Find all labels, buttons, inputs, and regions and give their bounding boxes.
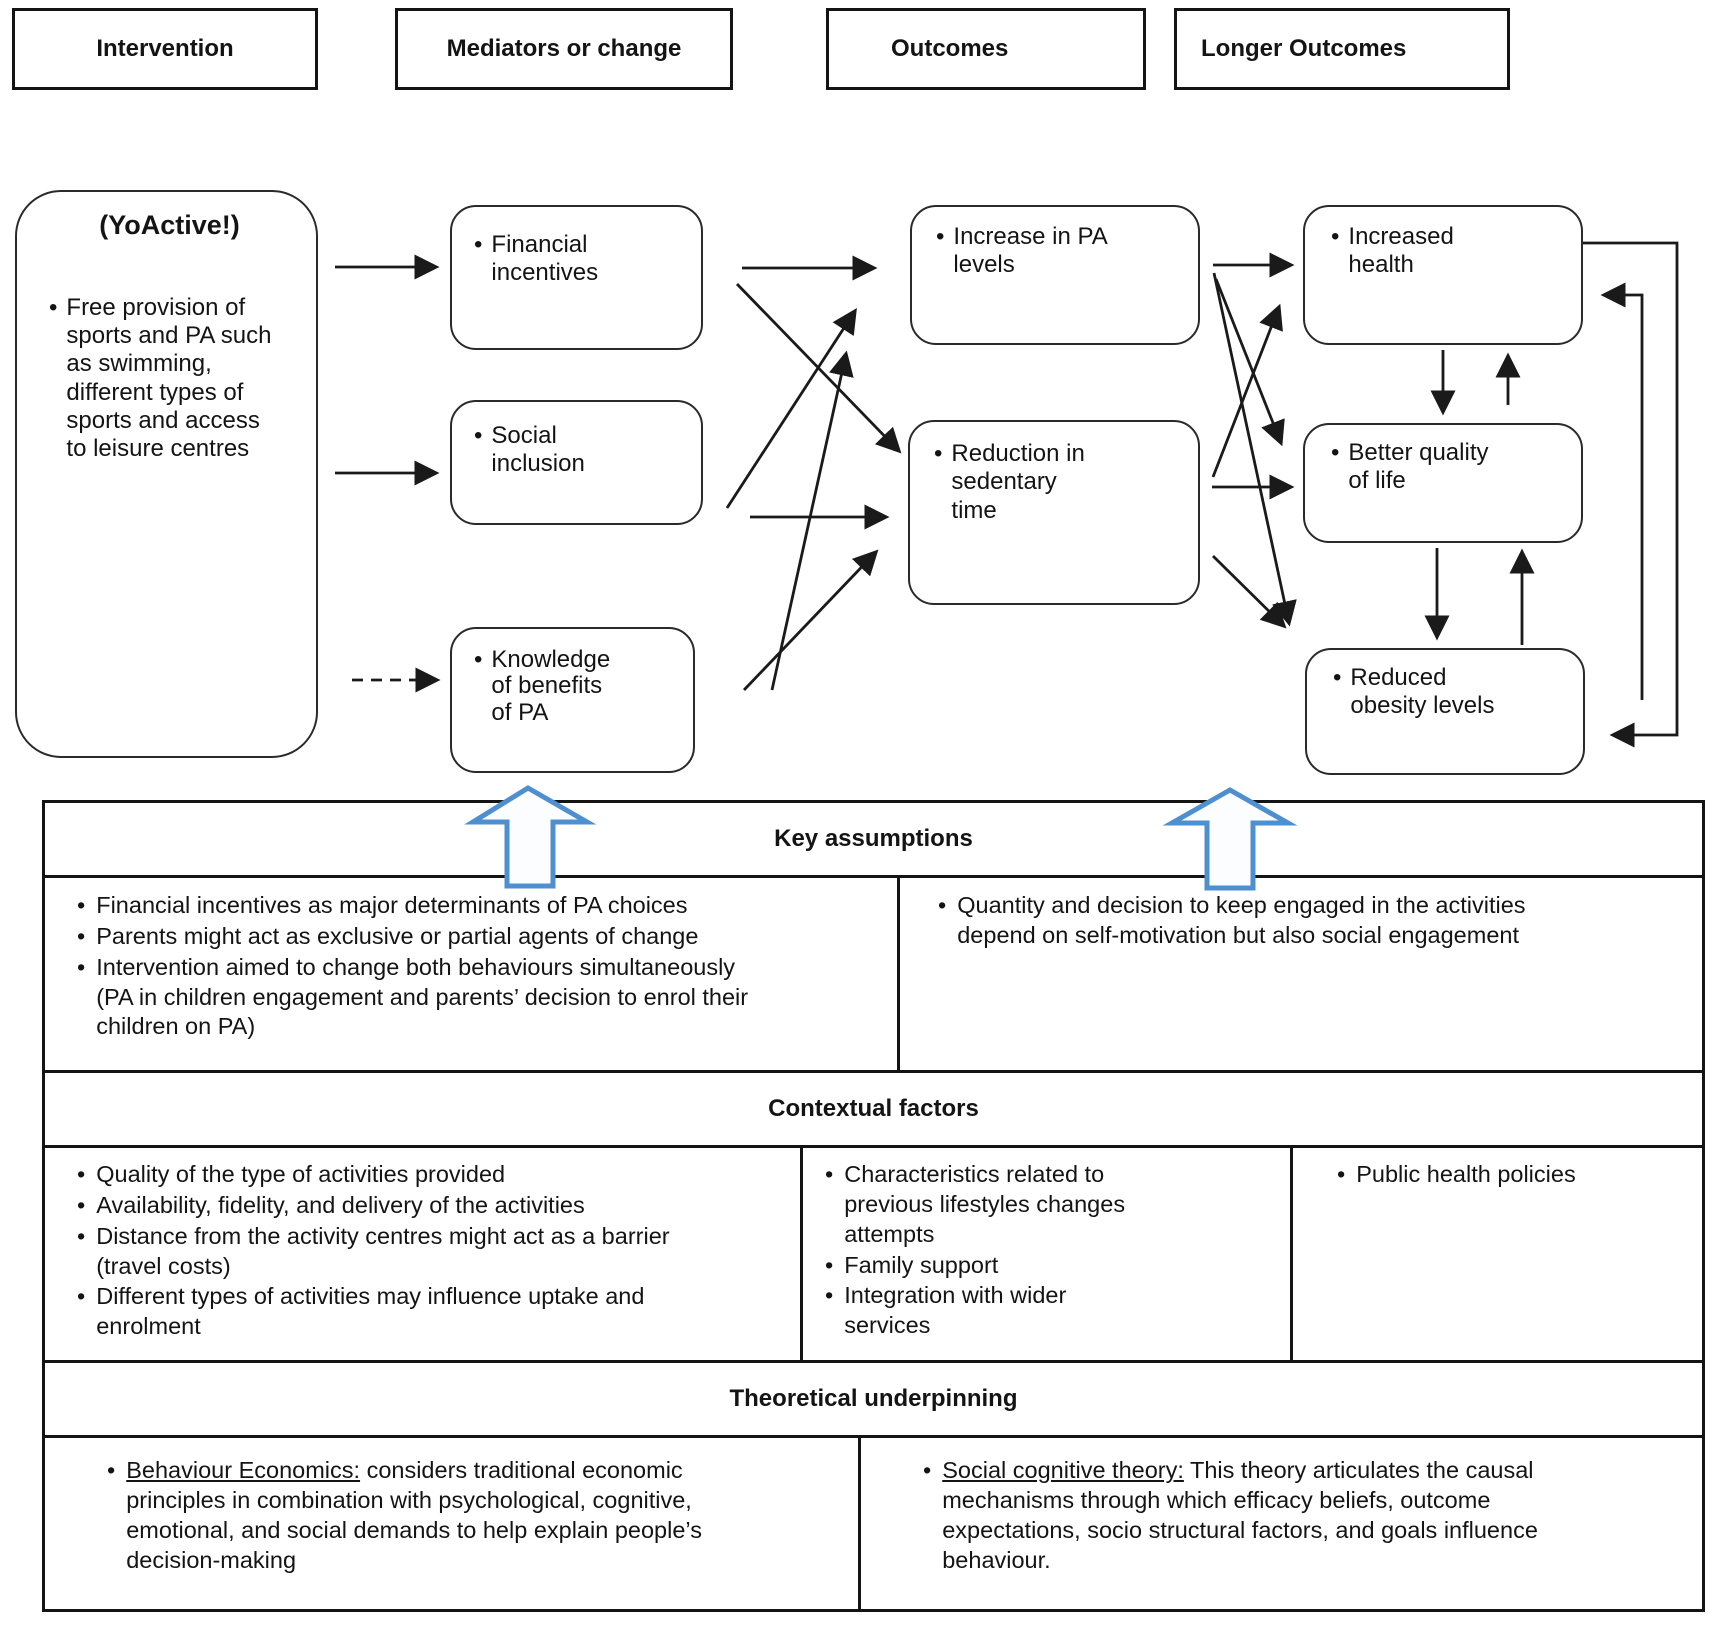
longer-outcome-label: Reduced obesity levels	[1350, 664, 1495, 720]
outcome-label: Reduction in sedentary time	[951, 440, 1085, 524]
key-assumptions-right-cell: • Quantity and decision to keep engaged …	[897, 878, 1702, 1070]
mediator-box-financial-incentives: • Financial incentives	[450, 205, 703, 350]
theory-description: considers traditional economic principle…	[126, 1457, 702, 1573]
theory-name: Behaviour Economics:	[126, 1457, 361, 1483]
column-header-outcomes: Outcomes	[826, 8, 1146, 90]
bullet-icon: •	[934, 440, 943, 467]
bullet-icon: •	[77, 1283, 86, 1310]
longer-outcome-box-reduced-obesity: • Reduced obesity levels	[1305, 648, 1585, 775]
mediator-label: Financial incentives	[491, 231, 599, 287]
list-item: • Public health policies	[1337, 1160, 1692, 1190]
arrow-knowledge-reduction	[742, 549, 879, 691]
theoretical-underpinning-content-row: • Behaviour Economics: considers traditi…	[45, 1438, 1702, 1609]
bullet-icon: •	[938, 892, 947, 918]
mediator-label: Knowledge of benefits of PA	[491, 646, 611, 726]
list-item: • Different types of activities may infl…	[77, 1282, 784, 1342]
outcome-box-reduction-sedentary: • Reduction in sedentary time	[908, 420, 1200, 605]
bullet-icon: •	[77, 953, 86, 980]
mediator-box-social-inclusion: • Social inclusion	[450, 400, 703, 525]
bullet-icon: •	[49, 293, 58, 321]
list-item: • Parents might act as exclusive or part…	[77, 922, 877, 952]
section-title: Key assumptions	[774, 825, 973, 852]
list-item: • Characteristics related to previous li…	[825, 1160, 1280, 1250]
bullet-icon: •	[77, 1161, 86, 1187]
bullet-icon: •	[825, 1282, 834, 1309]
list-item: • Quality of the type of activities prov…	[77, 1160, 784, 1190]
feedback-obesity-to-health	[1600, 282, 1644, 700]
bullet-icon: •	[1331, 439, 1340, 466]
bullet-icon: •	[1337, 1161, 1346, 1187]
list-item: • Integration with wider services	[825, 1281, 1280, 1341]
intervention-description: Free provision of sports and PA such as …	[66, 293, 272, 463]
column-header-label: Outcomes	[891, 35, 1009, 62]
bullet-icon: •	[1333, 664, 1342, 691]
bullet-icon: •	[77, 892, 86, 918]
theory-name: Social cognitive theory:	[942, 1457, 1184, 1483]
arrow-financial-reduction	[735, 283, 902, 454]
list-item: • Availability, fidelity, and delivery o…	[77, 1191, 784, 1221]
contextual-factors-col1: • Quality of the type of activities prov…	[45, 1148, 800, 1360]
bullet-icon: •	[77, 1191, 86, 1218]
bullet-icon: •	[825, 1251, 834, 1278]
longer-outcome-label: Better quality of life	[1348, 439, 1489, 495]
bullet-icon: •	[77, 1222, 86, 1249]
bullet-icon: •	[825, 1161, 834, 1187]
intervention-box: (YoActive!) • Free provision of sports a…	[15, 190, 318, 758]
list-item: • Intervention aimed to change both beha…	[77, 953, 877, 1043]
list-item: • Social cognitive theory: This theory a…	[923, 1456, 1672, 1575]
bullet-icon: •	[107, 1457, 116, 1483]
column-header-label: Mediators or change	[446, 35, 682, 62]
theoretical-underpinning-header-row: Theoretical underpinning	[45, 1363, 1702, 1438]
arrow-reduction-obesity	[1212, 555, 1287, 629]
list-item: • Distance from the activity centres mig…	[77, 1222, 784, 1282]
bullet-icon: •	[936, 223, 945, 250]
theory-description: This theory articulates the causal mecha…	[942, 1457, 1538, 1573]
section-title: Theoretical underpinning	[729, 1385, 1018, 1412]
contextual-factors-header-row: Contextual factors	[45, 1073, 1702, 1148]
longer-outcome-box-increased-health: • Increased health	[1303, 205, 1583, 345]
column-header-label: Intervention	[96, 35, 234, 62]
bullet-icon: •	[923, 1457, 932, 1483]
bullet-icon: •	[474, 646, 483, 673]
arrow-increase-obesity	[1212, 272, 1297, 627]
theoretical-underpinning-left-cell: • Behaviour Economics: considers traditi…	[45, 1438, 858, 1609]
list-item: • Financial incentives as major determin…	[77, 891, 877, 921]
arrow-reduction-health	[1211, 303, 1283, 478]
column-header-label: Longer Outcomes	[1201, 35, 1407, 62]
key-assumptions-header-row: Key assumptions	[45, 803, 1702, 878]
section-title: Contextual factors	[768, 1095, 979, 1122]
contextual-factors-col2: • Characteristics related to previous li…	[800, 1148, 1290, 1360]
column-header-intervention: Intervention	[12, 8, 318, 90]
list-item: • Behaviour Economics: considers traditi…	[107, 1456, 838, 1575]
list-item: • Quantity and decision to keep engaged …	[938, 891, 1682, 951]
intervention-title: (YoActive!)	[99, 210, 240, 240]
arrow-increase-quality	[1214, 278, 1285, 447]
bullet-icon: •	[474, 231, 483, 258]
outcome-box-increase-pa: • Increase in PA levels	[910, 205, 1200, 345]
arrow-knowledge-increase	[770, 350, 854, 691]
key-assumptions-left-cell: • Financial incentives as major determin…	[45, 878, 897, 1070]
arrow-social-increase	[725, 308, 857, 509]
mediator-box-knowledge-of-benefits: • Knowledge of benefits of PA	[450, 627, 695, 773]
list-item: • Family support	[825, 1251, 1280, 1281]
theoretical-underpinning-right-cell: • Social cognitive theory: This theory a…	[858, 1438, 1702, 1609]
mediator-label: Social inclusion	[491, 422, 585, 478]
bullet-icon: •	[77, 922, 86, 949]
column-header-mediators: Mediators or change	[395, 8, 733, 90]
contextual-factors-col3: • Public health policies	[1290, 1148, 1702, 1360]
outcome-label: Increase in PA levels	[953, 223, 1107, 279]
contextual-factors-content-row: • Quality of the type of activities prov…	[45, 1148, 1702, 1363]
key-assumptions-content-row: • Financial incentives as major determin…	[45, 878, 1702, 1073]
bullet-icon: •	[474, 422, 483, 449]
feedback-health-to-obesity	[1583, 241, 1679, 748]
longer-outcome-label: Increased health	[1348, 223, 1454, 279]
longer-outcome-box-better-quality: • Better quality of life	[1303, 423, 1583, 543]
column-header-longer-outcomes: Longer Outcomes	[1174, 8, 1510, 90]
bullet-icon: •	[1331, 223, 1340, 250]
assumptions-table: Key assumptions • Financial incentives a…	[42, 800, 1705, 1612]
